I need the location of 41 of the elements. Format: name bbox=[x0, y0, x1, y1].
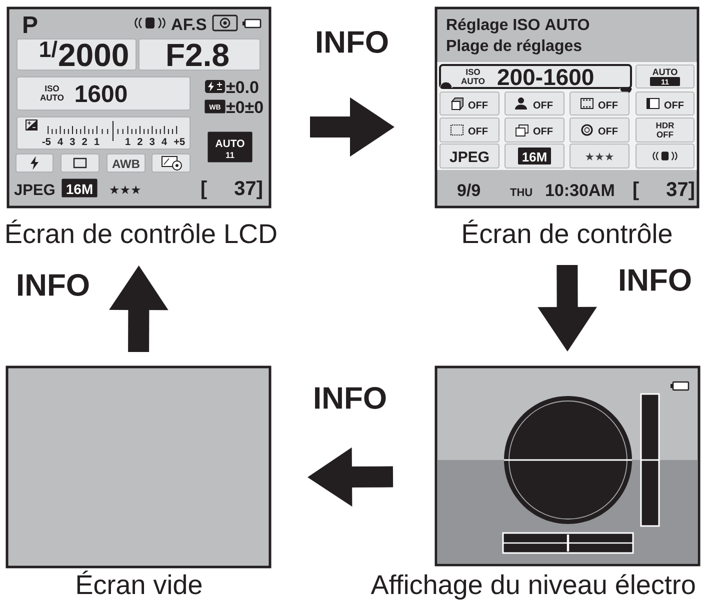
date-text: 9/9 bbox=[458, 184, 480, 196]
setting-cell: OFF bbox=[440, 92, 500, 116]
size-cell: 16M bbox=[504, 144, 564, 168]
node-label: -5 4 3 2 1 bbox=[42, 138, 100, 146]
format-text: JPEG bbox=[14, 184, 54, 196]
setting-cell: OFF bbox=[504, 92, 564, 116]
setting-cell: HDR OFF bbox=[636, 118, 694, 142]
iso-cell: ISO AUTO 1600 bbox=[16, 76, 190, 110]
wb-cell: AWB bbox=[106, 154, 146, 172]
setting-cell: OFF bbox=[570, 92, 630, 116]
exposure-scale-cell: -5 4 3 2 1 1 2 3 4 +5 bbox=[16, 116, 190, 150]
setting-title: Réglage ISO AUTO bbox=[447, 18, 590, 34]
compensation-value: ±0±0 bbox=[226, 101, 263, 114]
node-label: 1 2 3 4 +5 bbox=[126, 138, 185, 146]
format-cell: JPEG bbox=[440, 144, 500, 168]
scene-badge: AUTO 11 bbox=[208, 132, 252, 162]
edge-label: INFO bbox=[620, 269, 691, 291]
setting-cell: OFF bbox=[570, 118, 630, 142]
edge-label: INFO bbox=[315, 387, 386, 409]
quality-cell: ★★★ bbox=[570, 144, 630, 168]
setting-cell: OFF bbox=[440, 118, 500, 142]
time-text: 10:30AM bbox=[546, 184, 614, 196]
mode-letter: P bbox=[24, 16, 38, 33]
compensation-value: ±0.0 bbox=[226, 81, 258, 94]
screen-caption: Écran de contrôle bbox=[463, 220, 672, 244]
screen-caption: Écran vide bbox=[77, 570, 202, 594]
edge-label: INFO bbox=[317, 31, 388, 53]
aperture-cell: F2.8 bbox=[138, 38, 260, 70]
edge-label: INFO bbox=[18, 274, 89, 296]
shot-count: [ 37] bbox=[634, 182, 694, 200]
size-badge: 16M bbox=[62, 178, 98, 198]
iso-range-cell: ISO AUTO 200-1600 bbox=[439, 64, 632, 89]
setting-cell: OFF bbox=[504, 118, 564, 142]
shutter-cell: $^{1/}$2000 bbox=[16, 38, 136, 70]
screen-caption: Écran de contrôle LCD bbox=[6, 220, 276, 244]
setting-title: Plage de réglages bbox=[447, 39, 582, 54]
star-rating: ★★★ bbox=[110, 185, 140, 194]
weekday-text: THU bbox=[510, 188, 532, 196]
focus-mode-text: AF.S bbox=[171, 18, 206, 30]
shot-count: [ 37] bbox=[202, 180, 262, 200]
screen-caption: Affichage du niveau électro bbox=[370, 574, 695, 600]
